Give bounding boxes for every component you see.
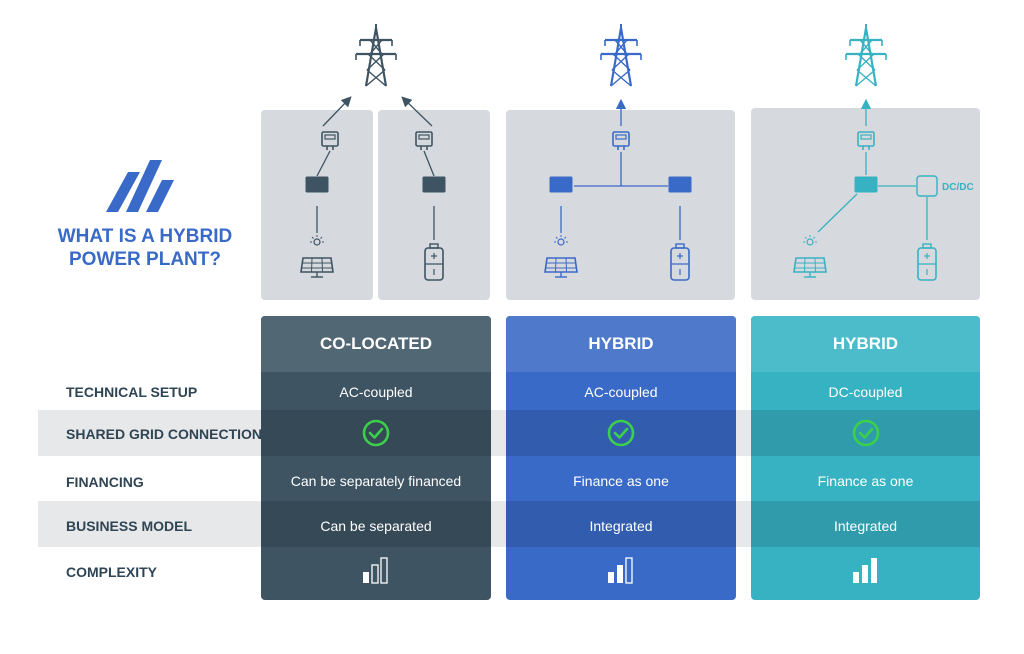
row-label-business-model: BUSINESS MODEL xyxy=(66,518,193,534)
shared-grid-cell xyxy=(751,410,980,456)
check-circle-icon xyxy=(362,419,390,447)
solar-panel-icon xyxy=(300,234,334,278)
topology-diagrams: DC/DC xyxy=(300,22,974,281)
row-shade xyxy=(506,501,736,547)
dcdc-label: DC/DC xyxy=(942,182,974,193)
transmission-tower-icon xyxy=(599,22,643,88)
business-model-value: Integrated xyxy=(833,518,898,534)
hybrid-dc-diagram xyxy=(793,98,938,281)
row-label-shared-grid-connection: SHARED GRID CONNECTION xyxy=(66,426,263,442)
battery-icon xyxy=(917,243,937,281)
complexity-bars-icon xyxy=(852,558,877,583)
row-label-technical-setup: TECHNICAL SETUP xyxy=(66,384,198,400)
column-header: CO-LOCATED xyxy=(261,316,491,372)
row-shade xyxy=(261,501,491,547)
inverter-icon xyxy=(668,176,692,193)
battery-icon xyxy=(424,243,444,281)
financing-value: Finance as one xyxy=(817,473,914,489)
diagram-panel-colocated-battery xyxy=(378,110,490,300)
inverter-icon xyxy=(305,176,329,193)
title-line-1: WHAT IS A HYBRID xyxy=(57,226,233,247)
title-line-2: POWER PLANT? xyxy=(69,249,221,270)
complexity-cell xyxy=(751,548,980,594)
column-header: HYBRID xyxy=(506,316,736,372)
hybrid-ac-diagram xyxy=(544,98,692,281)
meter-icon xyxy=(415,131,433,151)
colocated-diagram xyxy=(300,96,446,281)
complexity-bars-icon xyxy=(608,557,633,584)
column-card-hybrid-ac: HYBRID AC-coupled Finance as one Integra… xyxy=(506,316,736,600)
diagram-panel-hybrid-dc xyxy=(751,108,980,300)
business-model-value: Integrated xyxy=(589,518,653,534)
inverter-icon xyxy=(549,176,573,193)
row-shade xyxy=(751,501,980,547)
technical-setup-value: DC-coupled xyxy=(828,384,903,400)
diagram-panel-hybrid-ac xyxy=(506,110,735,300)
transmission-tower-icon xyxy=(354,22,398,88)
check-circle-icon xyxy=(607,419,635,447)
solar-panel-icon xyxy=(544,234,578,278)
row-shade xyxy=(506,410,736,456)
meter-icon xyxy=(321,131,339,151)
logo-icon xyxy=(106,160,174,212)
row-label-financing: FINANCING xyxy=(66,474,144,490)
complexity-cell xyxy=(506,548,736,594)
row-label-complexity: COMPLEXITY xyxy=(66,564,158,580)
financing-value: Finance as one xyxy=(573,473,669,489)
dcdc-converter-icon xyxy=(916,175,938,197)
row-shade xyxy=(751,410,980,456)
technical-setup-value: AC-coupled xyxy=(339,384,413,400)
complexity-cell xyxy=(261,548,491,594)
battery-icon xyxy=(670,243,690,281)
shared-grid-cell xyxy=(261,410,491,456)
inverter-icon xyxy=(854,176,878,193)
inverter-icon xyxy=(422,176,446,193)
solar-panel-icon xyxy=(793,234,827,278)
column-card-colocated: CO-LOCATED AC-coupled Can be separately … xyxy=(261,316,491,600)
page-title: WHAT IS A HYBRID POWER PLANT? xyxy=(40,225,250,271)
business-model-value: Can be separated xyxy=(320,518,432,534)
column-header: HYBRID xyxy=(751,316,980,372)
shared-grid-cell xyxy=(506,410,736,456)
complexity-bars-icon xyxy=(363,557,388,584)
transmission-tower-icon xyxy=(844,22,888,88)
row-shade xyxy=(261,410,491,456)
check-circle-icon xyxy=(852,419,879,447)
financing-value: Can be separately financed xyxy=(290,473,462,489)
meter-icon xyxy=(612,131,630,151)
meter-icon xyxy=(857,131,875,151)
column-card-hybrid-dc: HYBRID DC-coupled Finance as one Integra… xyxy=(751,316,980,600)
technical-setup-value: AC-coupled xyxy=(584,384,658,400)
